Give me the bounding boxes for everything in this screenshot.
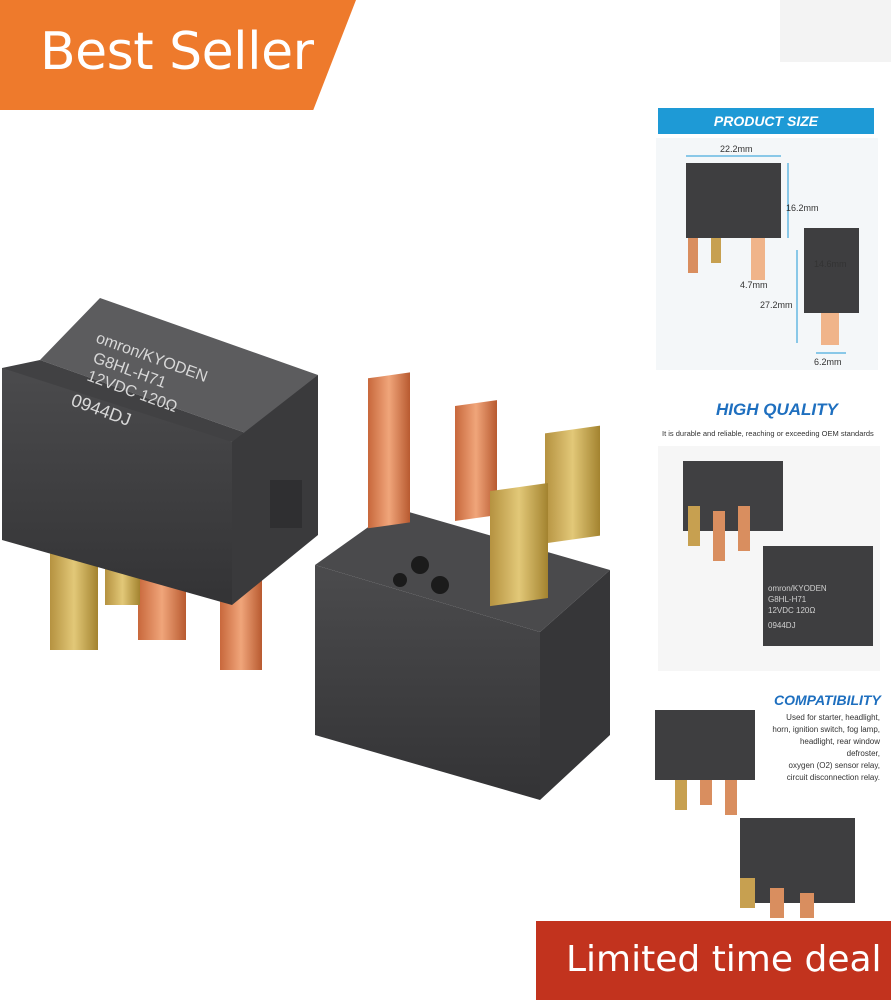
product-size-header: PRODUCT SIZE <box>658 108 874 134</box>
compat-image <box>655 710 755 815</box>
corner-watermark <box>780 0 891 62</box>
size-height: 16.2mm <box>786 203 819 213</box>
size-pin-width: 6.2mm <box>814 357 842 367</box>
quality-model-text: G8HL-H71 <box>768 595 807 604</box>
size-depth: 14.6mm <box>814 259 847 269</box>
best-seller-badge: Best Seller <box>0 0 356 110</box>
right-relay-body <box>315 508 610 800</box>
compat-image-2 <box>740 818 855 918</box>
quality-title: HIGH QUALITY <box>716 400 838 419</box>
size-total-height: 27.2mm <box>760 300 793 310</box>
compat-line: horn, ignition switch, fog lamp, <box>772 725 880 734</box>
quality-text: It is durable and reliable, reaching or … <box>662 429 874 438</box>
size-pin: 4.7mm <box>740 280 768 290</box>
limited-time-deal-badge: Limited time deal <box>536 921 891 1000</box>
right-relay-pins <box>368 372 600 607</box>
quality-code-text: 0944DJ <box>768 621 796 630</box>
quality-brand-text: omron/KYODEN <box>768 584 827 593</box>
quality-rating-text: 12VDC 120Ω <box>768 606 815 615</box>
product-size-title: PRODUCT SIZE <box>713 113 819 129</box>
compat-title: COMPATIBILITY <box>774 692 881 708</box>
quality-image: omron/KYODEN G8HL-H71 12VDC 120Ω 0944DJ <box>658 446 880 671</box>
compat-line: oxygen (O2) sensor relay, <box>788 761 880 770</box>
compat-text: Used for starter, headlight, horn, ignit… <box>770 712 880 784</box>
best-seller-label: Best Seller <box>40 22 314 82</box>
left-relay-body: omron/KYODEN G8HL-H71 12VDC 120Ω 0944DJ <box>2 298 318 605</box>
deal-label: Limited time deal <box>566 939 882 980</box>
size-width: 22.2mm <box>720 144 753 154</box>
product-size-diagram <box>656 138 878 370</box>
compat-line: circuit disconnection relay. <box>786 773 880 782</box>
compat-line: Used for starter, headlight, <box>786 713 880 722</box>
relay-product-image: omron/KYODEN G8HL-H71 12VDC 120Ω 0944DJ <box>2 298 610 800</box>
compat-line: headlight, rear window defroster, <box>799 737 880 758</box>
